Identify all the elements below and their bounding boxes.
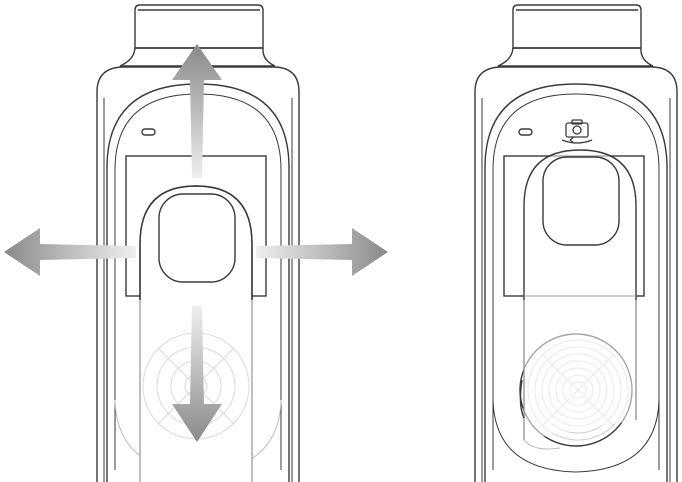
arrow-left-icon	[4, 228, 136, 276]
arrow-up-icon	[172, 44, 222, 178]
status-light	[142, 129, 155, 135]
arrow-right-icon	[256, 228, 388, 276]
panel-switch-camera	[475, 5, 677, 482]
status-light-right	[519, 129, 532, 135]
finger-right	[520, 150, 636, 449]
device-neck-right	[498, 48, 653, 66]
camera-rotate-icon	[562, 120, 592, 143]
device-top-cap	[135, 5, 263, 48]
device-top-cap-right	[513, 5, 641, 48]
